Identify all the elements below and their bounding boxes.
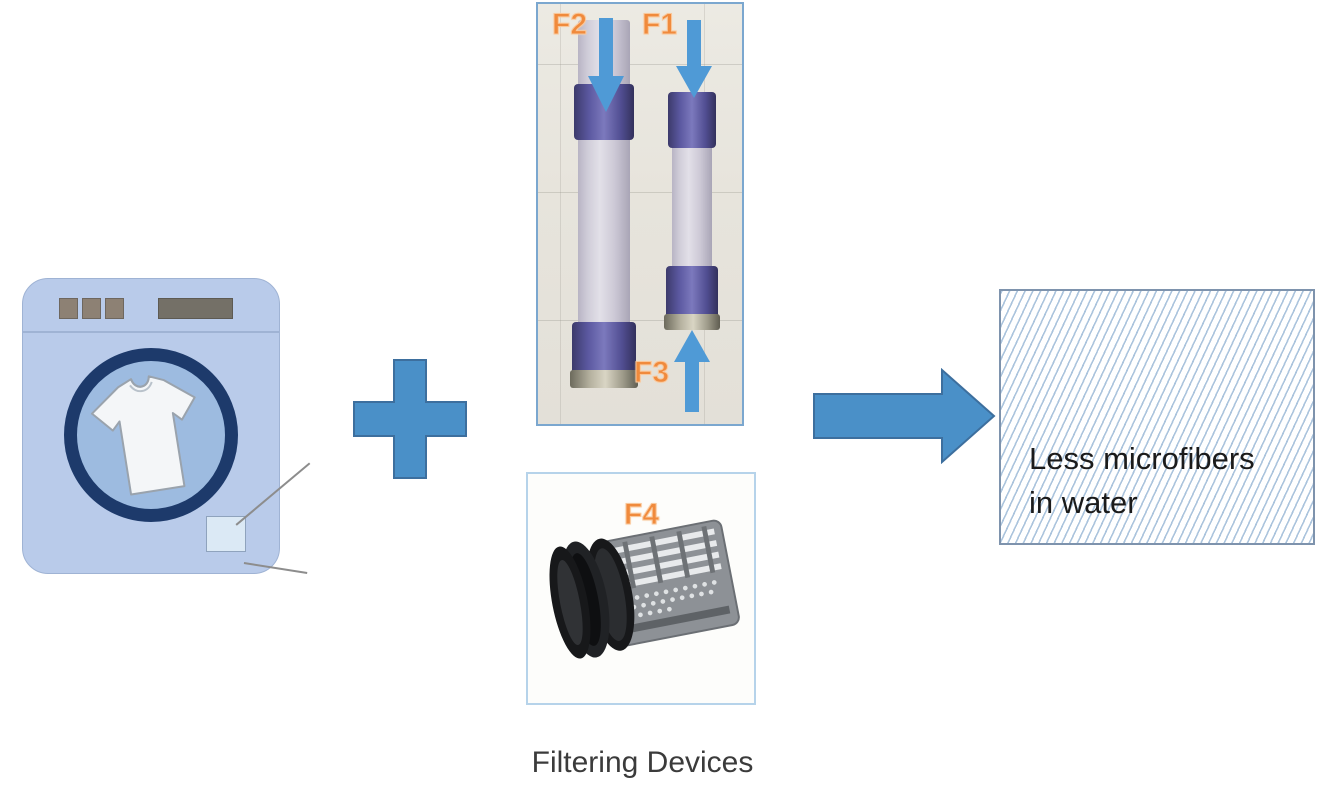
filtering-devices-caption: Filtering Devices (0, 746, 1333, 780)
water-hatch-pattern (1001, 291, 1313, 543)
result-text-line2: in water (1029, 485, 1138, 521)
filter-arrow-f2-down (586, 18, 626, 119)
filter-tube-left-bottom-cap (572, 322, 636, 374)
filter-label-f2: F2 (551, 8, 588, 42)
caption-text: Filtering Devices (531, 746, 754, 779)
filter-label-f3: F3 (633, 356, 670, 390)
filter-label-f1: F1 (641, 8, 678, 42)
washer-control-panel-divider (22, 331, 280, 333)
result-box: Less microfibers in water (999, 289, 1315, 545)
tshirt-icon (79, 364, 219, 506)
washing-machine-illustration (22, 278, 311, 574)
tile-line (538, 64, 742, 65)
filter-tube-left-metal-band (570, 370, 638, 388)
washer-control-button-2 (82, 298, 101, 319)
filter-tube-right-top-cap (668, 92, 716, 148)
filter-tube-right-bottom-cap (666, 266, 718, 318)
tile-line (560, 4, 561, 424)
filter-cartridge-photo: F4 (526, 472, 756, 705)
washer-control-button-1 (59, 298, 78, 319)
tile-line (538, 192, 742, 193)
result-text-line1: Less microfibers (1029, 441, 1255, 476)
tile-line (538, 320, 742, 321)
filter-arrow-f1-down (674, 20, 714, 105)
result-text: Less microfibers in water (1029, 437, 1305, 525)
washer-display-panel (158, 298, 233, 319)
filter-tubes-photo: F2 F1 F3 (536, 2, 744, 426)
filter-tube-right-metal-band (664, 314, 720, 330)
filter-arrow-f3-up (672, 330, 712, 419)
plus-symbol (352, 358, 468, 480)
lint-filter-cartridge-icon (549, 519, 740, 659)
filter-label-f4: F4 (623, 498, 660, 532)
flow-arrow-right (812, 367, 996, 465)
washer-control-button-3 (105, 298, 124, 319)
